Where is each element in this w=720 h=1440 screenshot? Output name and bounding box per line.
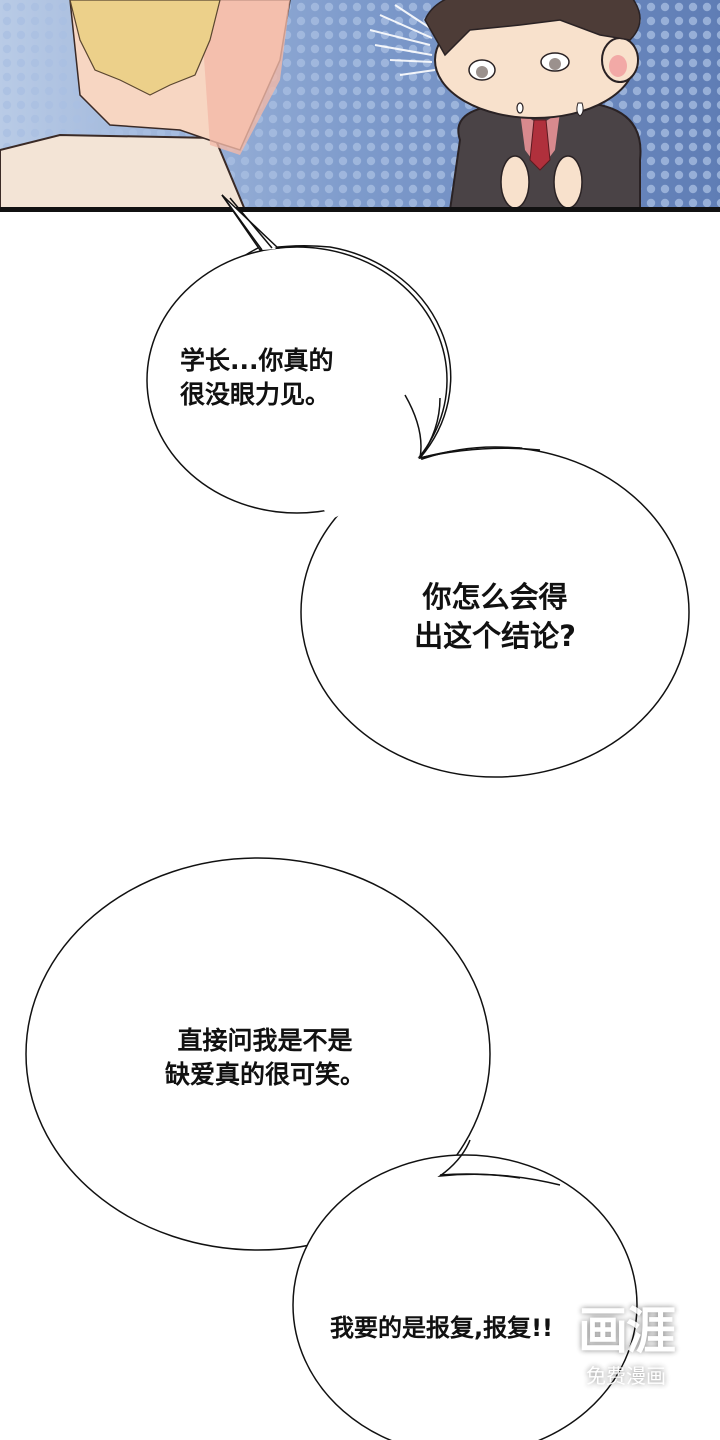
blond-character — [0, 0, 291, 210]
bubble-2-shape — [300, 446, 690, 778]
bubble-3-text: 直接问我是不是 缺爱真的很可笑。 — [164, 1026, 365, 1089]
panel-artwork — [0, 0, 720, 210]
watermark-logo: 画涯 — [578, 1302, 676, 1360]
manga-panel — [0, 0, 720, 210]
watermark: 画涯 免费漫画 — [566, 1306, 686, 1389]
bubble-4-shape — [292, 1154, 638, 1440]
panel-border — [0, 207, 720, 212]
bubble-1-text: 学长...你真的 很没眼力见。 — [180, 346, 334, 409]
chibi-character — [424, 0, 642, 210]
bubble-3-shape — [25, 857, 491, 1251]
watermark-subtitle: 免费漫画 — [586, 1364, 666, 1388]
bubble-4-text: 我要的是报复,报复!! — [330, 1314, 554, 1342]
bubble-2-text: 你怎么会得 出这个结论? — [414, 580, 576, 654]
surprise-lines — [369, 4, 436, 76]
